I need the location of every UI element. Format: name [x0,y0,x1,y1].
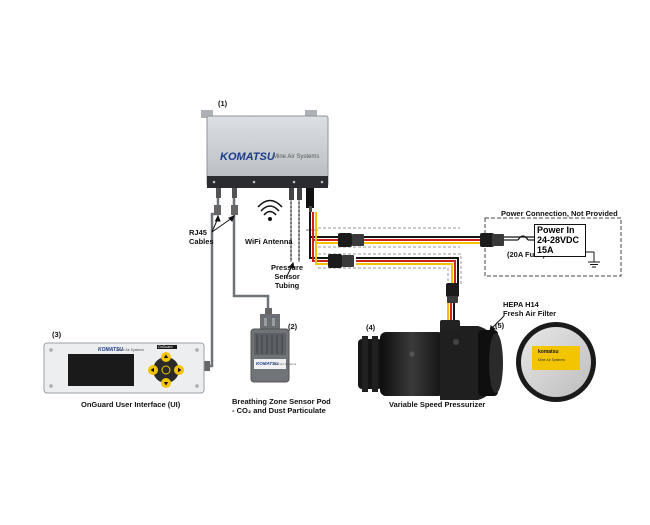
variable-speed-pressurizer [358,320,503,400]
pressure-label-line2: Sensor [274,272,300,281]
hepa-filter-label: HEPA H14 Fresh Air Filter [503,300,556,318]
pressurizer-caption: Variable Speed Pressurizer [389,400,486,409]
sensor-caption-line1: Breathing Zone Sensor Pod [232,397,331,406]
rj45-cables [198,198,272,371]
wifi-icon [257,199,283,221]
ui-caption: OnGuard User Interface (UI) [81,400,181,409]
ui-brand-subtitle: Mine Air Systems [117,347,145,352]
pressure-sensor-tubing [290,200,300,262]
sensor-caption-line2: - CO₂ and Dust Particulate [232,406,326,415]
callout-arrows [211,214,505,332]
ui-onguard-badge: OnGuard [158,344,173,349]
hepa-label-line2: Fresh Air Filter [503,309,557,318]
filter-number-label: (5) [495,321,505,330]
power-harness [306,212,480,322]
sensor-brand-logo: KOMATSU [256,361,279,366]
sensor-pod-caption: Breathing Zone Sensor Pod - CO₂ and Dust… [232,397,331,415]
rj45-label-line2: Cables [189,237,214,246]
wifi-antenna-label: WiFi Antenna [245,237,293,246]
controller-brand-subtitle: Mine Air Systems [273,154,320,160]
controller-brand-logo: KOMATSU [220,151,275,163]
main-controller [201,110,329,212]
power-in-line3: 15A [537,245,554,255]
power-in-line2: 24-28VDC [537,235,580,245]
power-in-line1: Power In [537,225,575,235]
controller-number-label: (1) [218,99,228,108]
power-in-box: Power In 24-28VDC 15A [534,224,586,257]
sensor-pod [250,314,290,383]
pressurizer-number-label: (4) [366,323,376,332]
rj45-label-line1: RJ45 [189,228,207,237]
power-connection-label: Power Connection, Not Provided [501,209,618,218]
pressure-label-line1: Pressure [271,263,304,272]
hepa-label-line1: HEPA H14 [503,300,539,309]
ui-brand-logo: KOMATSU [98,347,123,353]
pressure-label-line3: Tubing [274,281,300,290]
rj45-label: RJ45 Cables [189,228,214,246]
fuse-label: (20A Fuse) [507,250,546,259]
power-connection-box [480,217,622,277]
sensor-number-label: (2) [288,322,298,331]
onguard-ui-panel [43,342,205,394]
filter-brand-logo: komatsu [538,349,559,355]
hepa-filter [516,322,596,402]
sensor-brand-subtitle: Mine Air Systems [273,361,297,366]
ui-number-label: (3) [52,330,62,339]
filter-brand-subtitle: Mine Air Systems [538,358,566,362]
pressure-sensor-tubing-label: Pressure Sensor Tubing [271,263,303,290]
